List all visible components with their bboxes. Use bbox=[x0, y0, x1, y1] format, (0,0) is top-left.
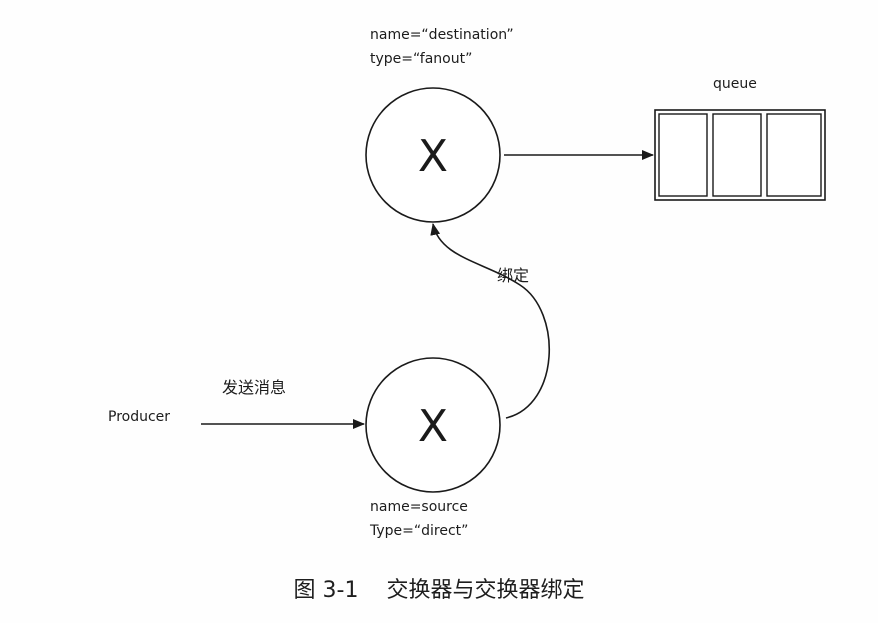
queue-outline bbox=[654, 109, 826, 201]
queue-label: queue bbox=[713, 76, 757, 92]
figure-title: 交换器与交换器绑定 bbox=[386, 578, 585, 603]
queue-slot-2 bbox=[712, 113, 762, 197]
figure-number: 图 3-1 bbox=[293, 578, 359, 603]
binding-arrow bbox=[430, 223, 551, 419]
bottom-exchange-type: Type=“direct” bbox=[370, 523, 469, 539]
figure-caption: 图 3-1 交换器与交换器绑定 bbox=[0, 580, 878, 602]
bottom-exchange-name: name=source bbox=[370, 499, 468, 515]
binding-label: 绑定 bbox=[497, 266, 530, 285]
queue-slot-1 bbox=[658, 113, 708, 197]
send-message-label: 发送消息 bbox=[222, 378, 287, 397]
bottom-exchange-circle bbox=[365, 357, 501, 493]
top-exchange-type: type=“fanout” bbox=[370, 51, 473, 67]
top-exchange-symbol: X bbox=[418, 131, 448, 182]
queue-slot-3 bbox=[766, 113, 822, 197]
top-exchange-circle bbox=[365, 87, 501, 223]
bottom-exchange-symbol: X bbox=[418, 401, 448, 452]
producer-label: Producer bbox=[108, 409, 171, 425]
top-exchange-name: name=“destination” bbox=[370, 27, 514, 43]
queue-box bbox=[654, 109, 826, 201]
